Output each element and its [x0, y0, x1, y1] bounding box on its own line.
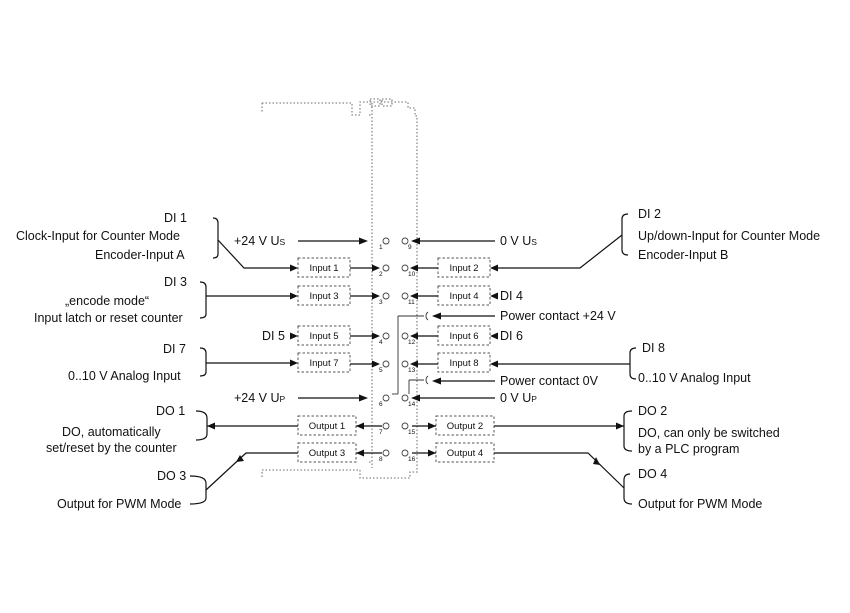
- terminal-2: 2: [379, 264, 390, 278]
- wires: [189, 213, 637, 505]
- do3-desc: Output for PWM Mode: [57, 497, 181, 511]
- svg-text:7: 7: [379, 429, 383, 436]
- right-labels: 0 V US DI 4 Power contact +24 V DI 6 Pow…: [500, 207, 820, 511]
- svg-text:1: 1: [379, 244, 383, 251]
- terminal-15: 15: [401, 422, 416, 436]
- svg-text:8: 8: [379, 456, 383, 463]
- do4-label: DO 4: [638, 467, 667, 481]
- di8-desc: 0..10 V Analog Input: [638, 371, 751, 385]
- input-5-box: Input 5: [297, 325, 351, 346]
- svg-text:Input 3: Input 3: [309, 291, 338, 302]
- supply-zero-up-label: 0 V UP: [500, 391, 537, 405]
- svg-text:11: 11: [408, 299, 415, 306]
- output-1-box: Output 1: [297, 415, 357, 436]
- di8-label: DI 8: [642, 341, 665, 355]
- terminal-1: 1: [379, 237, 390, 251]
- do1-label: DO 1: [156, 404, 185, 418]
- svg-text:Output 3: Output 3: [309, 448, 345, 459]
- svg-text:10: 10: [408, 271, 416, 278]
- svg-text:Input 8: Input 8: [449, 358, 478, 369]
- svg-text:16: 16: [408, 456, 416, 463]
- input-2-box: Input 2: [437, 257, 491, 278]
- di5-label: DI 5: [262, 329, 285, 343]
- svg-text:Input 7: Input 7: [309, 358, 338, 369]
- di6-label: DI 6: [500, 329, 523, 343]
- terminal-10: 10: [401, 264, 416, 278]
- svg-text:9: 9: [408, 244, 412, 251]
- power-contact-0v-label: Power contact 0V: [500, 374, 599, 388]
- power-contact-24v-label: Power contact +24 V: [500, 309, 616, 323]
- terminal-12: 12: [401, 332, 416, 346]
- svg-text:Output 4: Output 4: [447, 448, 483, 459]
- di2-desc-1: Up/down-Input for Counter Mode: [638, 229, 820, 243]
- terminal-3: 3: [379, 292, 390, 306]
- terminal-16: 16: [401, 449, 416, 463]
- input-8-box: Input 8: [437, 352, 491, 373]
- do2-label: DO 2: [638, 404, 667, 418]
- di3-label: DI 3: [164, 275, 187, 289]
- svg-text:Input 1: Input 1: [309, 263, 338, 274]
- input-1-box: Input 1: [297, 257, 351, 278]
- svg-text:2: 2: [379, 271, 383, 278]
- svg-text:Input 6: Input 6: [449, 331, 478, 342]
- supply-plus-us-label: +24 V US: [234, 234, 286, 248]
- svg-text:Input 5: Input 5: [309, 331, 338, 342]
- terminal-8: 8: [379, 449, 390, 463]
- do4-desc: Output for PWM Mode: [638, 497, 762, 511]
- di7-desc: 0..10 V Analog Input: [68, 369, 181, 383]
- input-3-box: Input 3: [297, 285, 351, 306]
- do1-desc-1: DO, automatically: [62, 425, 161, 439]
- left-labels: DI 1 Clock-Input for Counter Mode Encode…: [16, 211, 286, 511]
- terminal-5: 5: [379, 360, 390, 374]
- svg-text:Input 4: Input 4: [449, 291, 478, 302]
- do2-desc-2: by a PLC program: [638, 442, 739, 456]
- terminal-7: 7: [379, 422, 390, 436]
- supply-plus-up-label: +24 V UP: [234, 391, 286, 405]
- svg-text:5: 5: [379, 367, 383, 374]
- supply-zero-us-label: 0 V US: [500, 234, 537, 248]
- terminal-14: 14: [401, 394, 416, 408]
- do1-desc-2: set/reset by the counter: [46, 441, 177, 455]
- input-7-box: Input 7: [297, 352, 351, 373]
- di7-label: DI 7: [163, 342, 186, 356]
- output-4-box: Output 4: [435, 442, 495, 463]
- svg-text:Output 2: Output 2: [447, 421, 483, 432]
- di3-desc-2: Input latch or reset counter: [34, 311, 183, 325]
- terminal-13: 13: [401, 360, 416, 374]
- output-3-box: Output 3: [297, 442, 357, 463]
- input-6-box: Input 6: [437, 325, 491, 346]
- terminal-11: 11: [401, 292, 415, 306]
- di1-desc-1: Clock-Input for Counter Mode: [16, 229, 180, 243]
- do3-label: DO 3: [157, 469, 186, 483]
- module-housing: [261, 98, 418, 479]
- svg-text:15: 15: [408, 429, 416, 436]
- svg-text:6: 6: [379, 401, 383, 408]
- di1-label: DI 1: [164, 211, 187, 225]
- svg-text:4: 4: [379, 339, 383, 346]
- di3-desc-1: „encode mode“: [65, 294, 149, 308]
- io-boxes: Input 1 Input 3 Input 5 Input 7 Output 1…: [297, 257, 495, 463]
- power-contacts: [392, 311, 429, 395]
- svg-text:12: 12: [408, 339, 416, 346]
- di2-desc-2: Encoder-Input B: [638, 248, 728, 262]
- svg-text:Output 1: Output 1: [309, 421, 345, 432]
- terminal-6: 6: [379, 394, 390, 408]
- terminal-block: 1 2 3 4 5 6 7 8 9 10 11 12 13 14 15 16: [379, 237, 416, 463]
- svg-text:14: 14: [408, 401, 416, 408]
- di4-label: DI 4: [500, 289, 523, 303]
- output-2-box: Output 2: [435, 415, 495, 436]
- svg-text:Input 2: Input 2: [449, 263, 478, 274]
- di2-label: DI 2: [638, 207, 661, 221]
- di1-desc-2: Encoder-Input A: [95, 248, 185, 262]
- svg-text:3: 3: [379, 299, 383, 306]
- svg-text:13: 13: [408, 367, 416, 374]
- input-4-box: Input 4: [437, 285, 491, 306]
- terminal-9: 9: [401, 237, 412, 251]
- do2-desc-1: DO, can only be switched: [638, 426, 780, 440]
- terminal-4: 4: [379, 332, 390, 346]
